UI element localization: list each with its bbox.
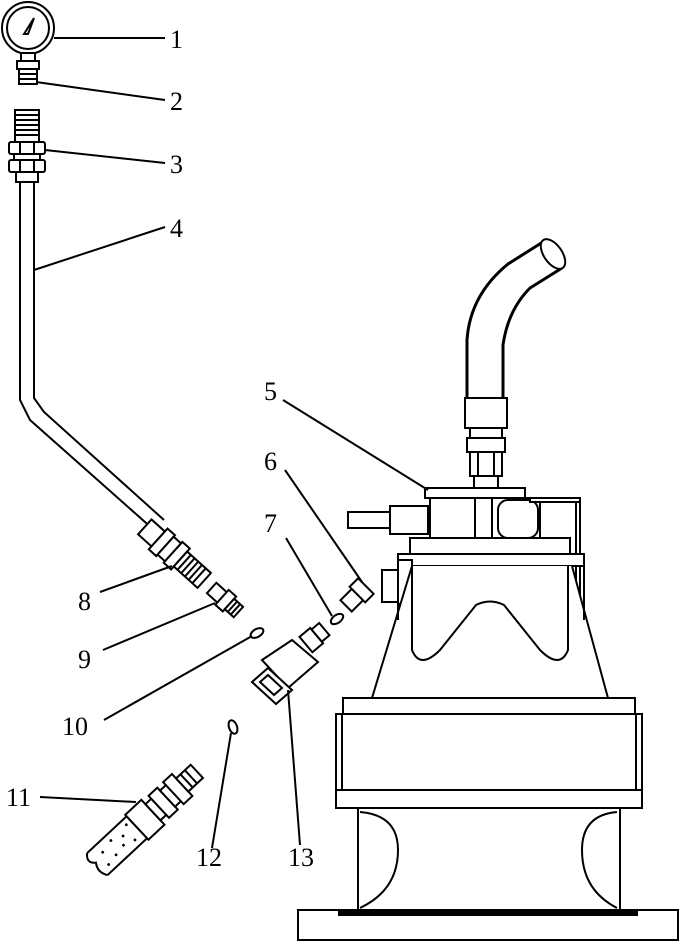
o-ring-7 [329, 612, 345, 626]
leader-line-6 [284, 469, 363, 583]
hose-top-fitting [8, 109, 46, 183]
leader-line-9 [102, 602, 216, 651]
callout-6: 6 [264, 447, 277, 476]
callout-labels: 1 2 3 4 5 6 7 8 9 10 11 12 13 [6, 25, 314, 872]
leader-line-3 [44, 149, 166, 164]
callout-5: 5 [264, 377, 277, 406]
hose-tube [19, 182, 165, 531]
callout-7: 7 [264, 509, 277, 538]
leader-line-4 [33, 226, 166, 271]
pressure-gauge [1, 1, 55, 62]
callout-11: 11 [6, 783, 31, 812]
callout-8: 8 [78, 587, 91, 616]
callout-10: 10 [62, 712, 88, 741]
leader-line-5 [282, 399, 429, 491]
callout-12: 12 [196, 843, 222, 872]
leader-line-7 [285, 537, 333, 617]
callout-2: 2 [170, 87, 183, 116]
leader-line-12 [211, 732, 232, 849]
leader-line-8 [99, 565, 173, 593]
callout-1: 1 [170, 25, 183, 54]
callout-9: 9 [78, 645, 91, 674]
gauge-connector [16, 60, 40, 85]
leader-line-11 [39, 796, 137, 803]
callout-13: 13 [288, 843, 314, 872]
callout-3: 3 [170, 150, 183, 179]
leader-line-13 [287, 689, 301, 846]
callout-4: 4 [170, 214, 183, 243]
adapter-fitting [205, 581, 245, 619]
leader-line-2 [35, 81, 166, 101]
tee-connector [250, 621, 331, 706]
leader-line-10 [103, 635, 253, 721]
leader-lines [33, 37, 429, 849]
probe-nozzle [86, 763, 205, 877]
main-body [297, 238, 679, 941]
o-ring-12 [227, 719, 239, 735]
hose-end-coupling [136, 518, 213, 590]
o-ring-10 [249, 627, 265, 639]
